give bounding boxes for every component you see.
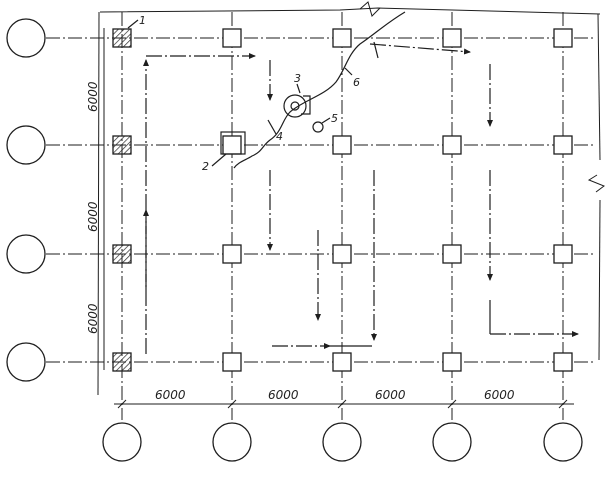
bay-dimension-4: 6000 xyxy=(484,388,515,402)
column-r3-c5 xyxy=(553,244,573,264)
column-r4-c3 xyxy=(332,352,352,372)
break-mark-top xyxy=(359,1,381,17)
leader-3 xyxy=(296,83,301,94)
column-r4-c1 xyxy=(112,352,132,372)
axis-bubbles xyxy=(6,18,583,462)
dimension-tick-5 xyxy=(558,399,568,409)
boundary-left xyxy=(97,11,100,396)
column-r1-c5 xyxy=(553,28,573,48)
axis-bubble-col-5 xyxy=(543,422,583,462)
dimension-tick-2 xyxy=(227,399,237,409)
column-r2-c3 xyxy=(332,135,352,155)
callout-6: 6 xyxy=(353,76,360,89)
bay-dimension-left-3: 6000 xyxy=(86,303,100,334)
column-r3-c3 xyxy=(332,244,352,264)
column-r4-c5 xyxy=(553,352,573,372)
leader-5 xyxy=(321,117,331,124)
axis-grid xyxy=(46,12,596,420)
callout-1: 1 xyxy=(139,14,146,27)
crane-body xyxy=(283,94,307,118)
column-r2-c4 xyxy=(442,135,462,155)
item-5-marker xyxy=(312,121,324,133)
column-r2-c5 xyxy=(553,135,573,155)
columns xyxy=(112,28,573,372)
column-r1-c4 xyxy=(442,28,462,48)
axis-bubble-row-4 xyxy=(6,342,46,382)
axis-bubble-row-1 xyxy=(6,18,46,58)
column-r2-c1 xyxy=(112,135,132,155)
column-r1-c1 xyxy=(112,28,132,48)
axis-bubble-col-4 xyxy=(432,422,472,462)
crane-travel-paths xyxy=(143,41,579,354)
axis-bubble-col-2 xyxy=(212,422,252,462)
column-being-erected xyxy=(220,131,246,155)
path-right-3 xyxy=(369,43,471,55)
item-6-line xyxy=(233,11,406,169)
callout-3: 3 xyxy=(294,72,301,85)
axis-bubble-col-3 xyxy=(322,422,362,462)
dimension-tick-4 xyxy=(447,399,457,409)
bay-dimension-3: 6000 xyxy=(375,388,406,402)
column-r4-c4 xyxy=(442,352,462,372)
callout-5: 5 xyxy=(331,112,338,125)
axis-bubble-col-1 xyxy=(102,422,142,462)
leader-2 xyxy=(211,153,227,167)
boundary-right-lower xyxy=(598,199,601,361)
column-r1-c2 xyxy=(222,28,242,48)
callout-4: 4 xyxy=(276,130,283,143)
column-r3-c2 xyxy=(222,244,242,264)
route-seg-1 xyxy=(373,41,379,59)
leader-6 xyxy=(344,67,353,76)
leader-1 xyxy=(127,19,139,29)
axis-bubble-row-3 xyxy=(6,234,46,274)
callout-labels: 1 2 3 4 5 6 xyxy=(139,14,360,173)
column-r2-c2 xyxy=(222,135,242,155)
leader-4 xyxy=(267,119,277,135)
boundary-right xyxy=(597,13,601,161)
boundary-lines xyxy=(97,1,605,396)
bay-dimension-1: 6000 xyxy=(155,388,186,402)
dimension-tick-3 xyxy=(337,399,347,409)
callout-2: 2 xyxy=(202,160,209,173)
column-r3-c1 xyxy=(112,244,132,264)
column-r3-c4 xyxy=(442,244,462,264)
axis-bubble-row-2 xyxy=(6,125,46,165)
column-r1-c3 xyxy=(332,28,352,48)
break-mark-right xyxy=(587,174,605,193)
bay-dimension-2: 6000 xyxy=(268,388,299,402)
crane-equipment xyxy=(127,11,406,169)
dimension-line-bottom xyxy=(114,399,574,409)
crane-counterweight xyxy=(301,95,311,115)
dimension-tick-1 xyxy=(117,399,127,409)
bay-dimension-left-2: 6000 xyxy=(86,201,100,232)
column-r4-c2 xyxy=(222,352,242,372)
boundary-top xyxy=(99,7,601,15)
bay-dimension-left-1: 6000 xyxy=(86,81,100,112)
